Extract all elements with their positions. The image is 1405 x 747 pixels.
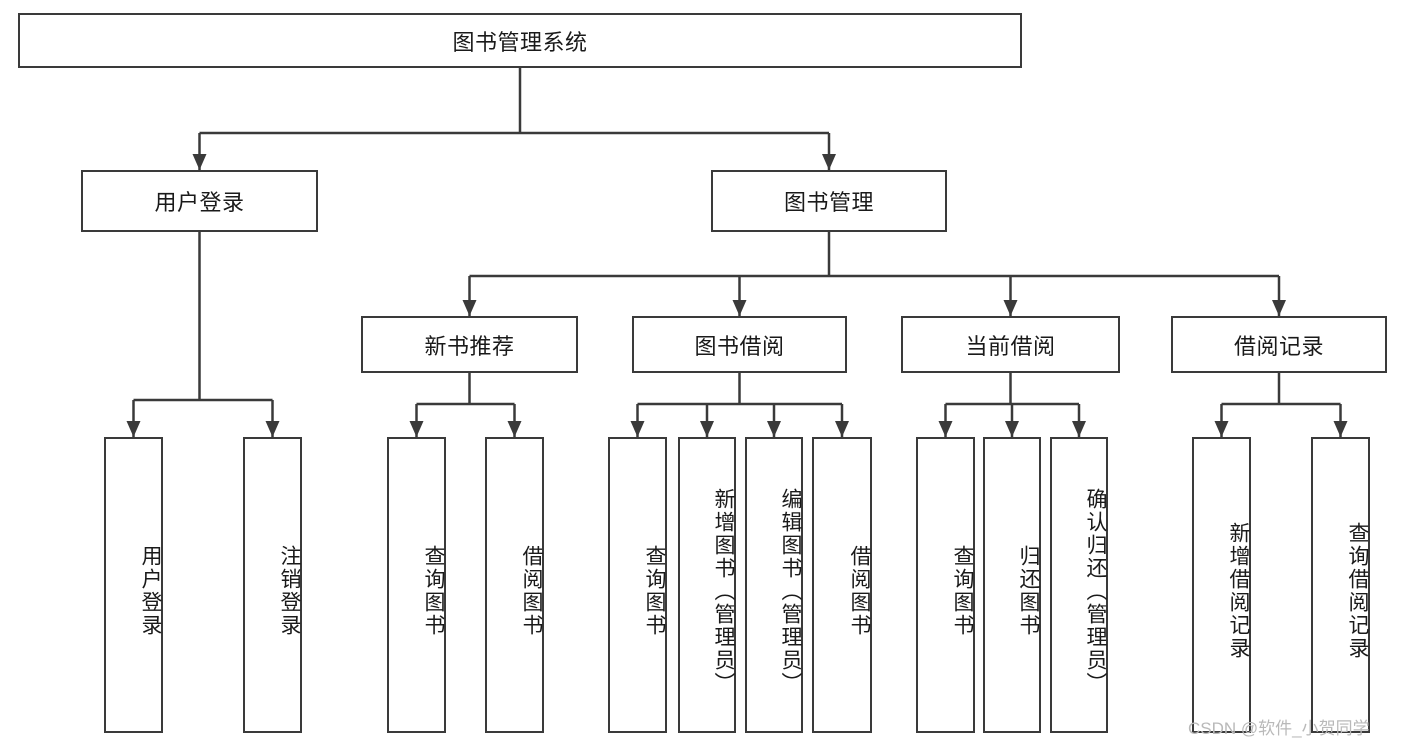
node-leaf-rec-query-book[interactable]: 查询图书 bbox=[387, 437, 446, 733]
node-label: 图书管理 bbox=[783, 190, 874, 215]
node-label: 用户登录 bbox=[139, 545, 162, 637]
node-label: 图书借阅 bbox=[694, 333, 785, 359]
node-label: 编辑图书（管理员） bbox=[779, 487, 802, 695]
node-label: 借阅图书 bbox=[848, 545, 871, 637]
node-label: 新增借阅记录 bbox=[1227, 522, 1250, 660]
arrowhead-icon bbox=[1333, 421, 1348, 437]
node-label: 借阅图书 bbox=[520, 545, 543, 637]
node-leaf-borrow-add-book[interactable]: 新增图书（管理员） bbox=[678, 437, 736, 733]
node-label: 当前借阅 bbox=[965, 333, 1056, 359]
node-leaf-current-confirm-return[interactable]: 确认归还（管理员） bbox=[1050, 437, 1108, 733]
arrowhead-icon bbox=[822, 154, 836, 170]
arrowhead-icon bbox=[767, 421, 781, 437]
arrowhead-icon bbox=[732, 300, 747, 316]
node-label: 确认归还（管理员） bbox=[1084, 487, 1107, 695]
node-label: 用户登录 bbox=[154, 190, 245, 215]
node-label: 查询图书 bbox=[422, 545, 445, 637]
arrowhead-icon bbox=[507, 421, 522, 437]
node-book-borrow[interactable]: 图书借阅 bbox=[632, 316, 847, 373]
arrowhead-icon bbox=[835, 421, 849, 437]
watermark-text: CSDN @软件_小贺同学 bbox=[1188, 719, 1370, 738]
node-leaf-current-return-book[interactable]: 归还图书 bbox=[983, 437, 1041, 733]
node-label: 查询借阅记录 bbox=[1346, 522, 1369, 660]
arrowhead-icon bbox=[630, 421, 645, 437]
node-leaf-user-login[interactable]: 用户登录 bbox=[104, 437, 163, 733]
node-leaf-user-logout[interactable]: 注销登录 bbox=[243, 437, 302, 733]
node-current-borrow[interactable]: 当前借阅 bbox=[901, 316, 1120, 373]
arrowhead-icon bbox=[1072, 421, 1086, 437]
node-leaf-borrow-borrow-book[interactable]: 借阅图书 bbox=[812, 437, 872, 733]
arrowhead-icon bbox=[938, 421, 953, 437]
node-label: 图书管理系统 bbox=[452, 29, 588, 55]
node-label: 借阅记录 bbox=[1233, 333, 1324, 359]
node-leaf-current-query-book[interactable]: 查询图书 bbox=[916, 437, 975, 733]
node-new-book-rec[interactable]: 新书推荐 bbox=[361, 316, 578, 373]
node-label: 查询图书 bbox=[643, 545, 666, 637]
node-leaf-record-query[interactable]: 查询借阅记录 bbox=[1311, 437, 1370, 733]
node-label: 新书推荐 bbox=[424, 333, 515, 359]
node-book-manage[interactable]: 图书管理 bbox=[711, 170, 947, 232]
node-label: 查询图书 bbox=[951, 545, 974, 637]
node-leaf-borrow-edit-book[interactable]: 编辑图书（管理员） bbox=[745, 437, 803, 733]
node-leaf-rec-borrow-book[interactable]: 借阅图书 bbox=[485, 437, 544, 733]
node-leaf-record-add[interactable]: 新增借阅记录 bbox=[1192, 437, 1251, 733]
arrowhead-icon bbox=[700, 421, 714, 437]
node-label: 注销登录 bbox=[278, 545, 301, 637]
arrowhead-icon bbox=[409, 421, 424, 437]
arrowhead-icon bbox=[1003, 300, 1018, 316]
arrowhead-icon bbox=[192, 154, 207, 170]
arrowhead-icon bbox=[1005, 421, 1019, 437]
arrowhead-icon bbox=[1214, 421, 1229, 437]
node-borrow-record[interactable]: 借阅记录 bbox=[1171, 316, 1387, 373]
arrowhead-icon bbox=[462, 300, 477, 316]
arrowhead-icon bbox=[126, 421, 141, 437]
arrowhead-icon bbox=[1272, 300, 1286, 316]
node-label: 归还图书 bbox=[1017, 545, 1040, 637]
node-leaf-borrow-query-book[interactable]: 查询图书 bbox=[608, 437, 667, 733]
node-user-login[interactable]: 用户登录 bbox=[81, 170, 318, 232]
node-label: 新增图书（管理员） bbox=[712, 487, 735, 695]
arrowhead-icon bbox=[265, 421, 280, 437]
node-root[interactable]: 图书管理系统 bbox=[18, 13, 1022, 68]
